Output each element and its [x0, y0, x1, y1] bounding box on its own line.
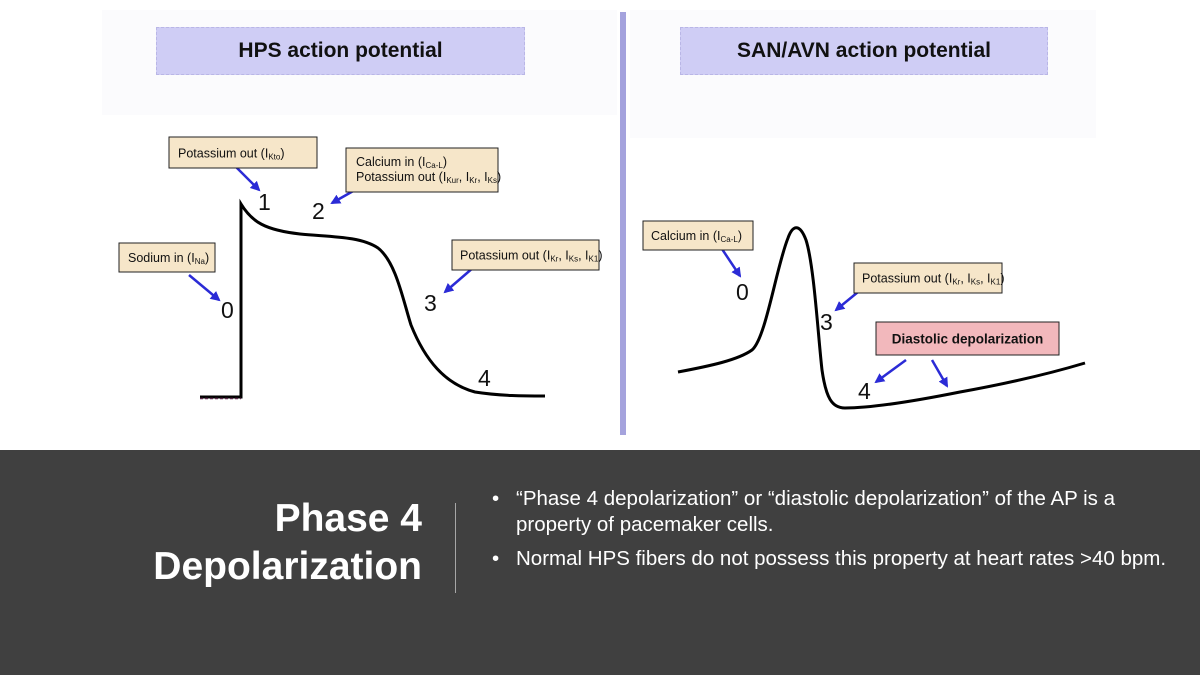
heading-line-1: Phase 4: [274, 497, 422, 540]
bullet-item: •Normal HPS fibers do not possess this p…: [492, 547, 1167, 570]
bullet-icon: •: [492, 487, 500, 510]
action-potential-diagrams: Potassium out (IKto) Calcium in (ICa-L) …: [118, 136, 1086, 410]
bullet-item: •“Phase 4 depolarization” or “diastolic …: [492, 487, 1116, 536]
hps-phase-2: 2: [312, 198, 325, 224]
heading-separator: [455, 503, 456, 593]
label-potassium-out-kto: Potassium out (IKto): [168, 136, 318, 169]
label-san-calcium-in: Calcium in (ICa-L): [642, 220, 754, 251]
arrow-to-diastolic-slope: [930, 359, 949, 388]
hps-title: HPS action potential: [156, 27, 525, 75]
footer-band: [0, 450, 1200, 675]
arrow-to-san-phase0: [720, 248, 742, 278]
svg-text:Potassium out (IKto): Potassium out (IKto): [178, 147, 285, 162]
bullet-icon: •: [492, 547, 500, 570]
arrow-to-phase3: [443, 266, 475, 294]
san-avn-title: SAN/AVN action potential: [680, 27, 1048, 75]
svg-text:Potassium out (IKr, IKs, IK1): Potassium out (IKr, IKs, IK1): [862, 272, 1004, 287]
heading-line-2: Depolarization: [153, 545, 422, 588]
hps-phase-4: 4: [478, 365, 491, 391]
slide-heading: Phase 4 Depolarization: [153, 495, 422, 591]
label-sodium-in: Sodium in (INa): [118, 242, 216, 273]
arrow-to-san-phase3: [834, 291, 859, 312]
san-avn-curve: [677, 226, 1086, 410]
san-phase-0: 0: [736, 279, 749, 305]
arrow-to-san-phase4: [874, 358, 907, 384]
label-san-potassium-out: Potassium out (IKr, IKs, IK1): [853, 262, 1004, 294]
san-phase-3: 3: [820, 309, 833, 335]
arrow-to-phase0: [188, 274, 221, 302]
panel-divider: [620, 12, 626, 435]
hps-curve: [200, 198, 546, 400]
label-diastolic-depolarization: Diastolic depolarization: [875, 321, 1060, 356]
label-potassium-out-phase3: Potassium out (IKr, IKs, IK1): [451, 239, 602, 271]
bullet-list: •“Phase 4 depolarization” or “diastolic …: [488, 486, 1168, 580]
hps-phase-0: 0: [221, 297, 234, 323]
hps-phase-1: 1: [258, 189, 271, 215]
svg-text:Calcium in (ICa-L): Calcium in (ICa-L): [651, 229, 742, 244]
svg-text:Diastolic depolarization: Diastolic depolarization: [892, 332, 1044, 347]
san-phase-4: 4: [858, 378, 871, 404]
label-calcium-potassium: Calcium in (ICa-L) Potassium out (IKur, …: [345, 147, 501, 193]
diagram-area: HPS action potential SAN/AVN action pote…: [118, 12, 1086, 435]
svg-text:Potassium out (IKr, IKs, IK1): Potassium out (IKr, IKs, IK1): [460, 249, 602, 264]
svg-text:Calcium in (ICa-L): Calcium in (ICa-L): [356, 155, 447, 170]
arrow-to-phase1: [235, 166, 261, 192]
svg-text:Sodium in (INa): Sodium in (INa): [128, 251, 209, 266]
hps-phase-3: 3: [424, 290, 437, 316]
svg-text:Potassium out (IKur, IKr, IKs): Potassium out (IKur, IKr, IKs): [356, 170, 501, 185]
